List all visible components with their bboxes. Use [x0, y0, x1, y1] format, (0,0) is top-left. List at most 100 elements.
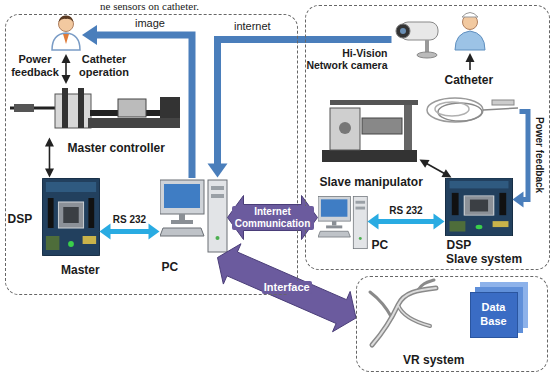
node-label: Slave manipulator: [320, 175, 432, 189]
doctor-icon: [59, 15, 74, 22]
signal-arrow: [208, 39, 392, 177]
vessel-model: [372, 288, 436, 345]
master-controller-device: [10, 88, 180, 128]
master-controller-device: [88, 118, 180, 128]
signal-arrow: [513, 112, 529, 208]
signal-arrow: [420, 159, 452, 177]
catheter-illustration: [483, 108, 518, 110]
arrow-line: [109, 229, 149, 234]
nurse-icon: [462, 13, 478, 18]
arrow-label: image: [135, 17, 165, 30]
slave-manipulator-device: [330, 100, 418, 105]
link-arrow: [218, 244, 356, 332]
node-label: DSP: [8, 212, 40, 226]
node-label: PC: [162, 260, 192, 274]
nurse-arrow: [469, 61, 471, 70]
camera-icon: [396, 24, 410, 38]
arrow-line: [520, 112, 529, 200]
arrow-line: [427, 163, 445, 173]
arrow-head: [208, 164, 228, 178]
camera-icon: [400, 28, 406, 34]
master-controller: Master controller: [10, 86, 180, 138]
node-label: Catheter: [445, 73, 505, 87]
link-arrow-body: [218, 244, 356, 332]
arrow-head: [45, 138, 54, 147]
image-arrow: [82, 25, 192, 178]
vessel-model: [370, 280, 436, 345]
doctor-icon: [63, 34, 69, 44]
vessel-model: [398, 305, 430, 326]
dsp-board: DSP: [445, 178, 513, 236]
node-label: Hi-Vision Network camera: [304, 47, 388, 72]
page-text-fragment: ne sensors on catheter.: [100, 0, 199, 13]
nurse-arrow: [466, 53, 475, 62]
catheter-illustration: [427, 98, 518, 122]
edge-label: RS 232: [113, 214, 146, 226]
operation-arrow: [65, 62, 67, 77]
node-label: PC: [372, 238, 396, 252]
network-camera: Hi-Vision Network camera: [392, 16, 442, 58]
vessel-model: [398, 305, 430, 326]
catheter-illustration: [438, 103, 482, 121]
node-label: Data Base: [475, 301, 513, 327]
slave-manipulator: Slave manipulator: [318, 95, 420, 172]
arrow-line: [377, 219, 434, 224]
dsp-board: [445, 178, 513, 236]
node-label: DSP: [447, 238, 479, 252]
vessel-model: [370, 292, 392, 318]
master-controller-device: [118, 99, 146, 117]
operation-arrow: [62, 54, 71, 84]
slave-manipulator-device: [322, 100, 418, 162]
arrow-head: [420, 159, 430, 167]
arrow-head: [45, 168, 54, 177]
nurse-icon: [455, 13, 485, 51]
edge-label: internet: [234, 20, 271, 33]
slave-manipulator-device: [339, 122, 351, 134]
operation-arrow: [62, 75, 71, 84]
master-controller-device: [62, 88, 68, 128]
doctor-icon: [52, 15, 80, 50]
signal-arrow: [45, 138, 54, 178]
vr-region: VR system Data Base: [356, 276, 548, 372]
dsp-board: DSP: [42, 178, 100, 256]
arrow-head: [148, 223, 159, 239]
catheter-illustration: [492, 100, 514, 105]
region-title: Master: [61, 263, 131, 277]
vessel-model: [372, 288, 436, 345]
arrow-label: Catheter operation: [72, 53, 136, 79]
pc-station: PC: [318, 195, 368, 253]
camera-icon: [417, 52, 437, 58]
slave-region: Slave systemHi-Vision Network cameraCath…: [305, 5, 550, 270]
master-controller-device: [14, 104, 34, 112]
edge-label: Internet Communication: [232, 206, 314, 230]
pc-icon: [160, 180, 227, 252]
link-arrow: [228, 196, 318, 240]
nurse-icon: [455, 31, 485, 50]
arrow-head: [100, 223, 111, 239]
pc-icon: [318, 196, 367, 248]
signal-arrow: [368, 214, 445, 230]
nurse-arrow: [466, 53, 475, 70]
arrow-head: [513, 191, 524, 207]
arrow-head: [368, 214, 379, 230]
region-title: VR system: [403, 353, 483, 367]
arrow-head: [441, 169, 451, 177]
dsp-board: [42, 178, 100, 256]
edge-label: Power feedback: [533, 117, 545, 193]
catheter-illustration: [427, 98, 483, 122]
slave-manipulator-device: [330, 108, 360, 150]
catheter-illustration: [435, 102, 469, 116]
slave-manipulator-device: [322, 150, 417, 162]
slave-manipulator-device: [404, 105, 412, 150]
arrow-head: [433, 214, 444, 230]
doctor-icon: [52, 33, 80, 50]
master-controller-device: [160, 97, 180, 118]
catheter: Catheter: [425, 92, 520, 128]
link-arrow-body: [228, 196, 318, 240]
master-controller-device: [78, 88, 84, 128]
slave-manipulator-device: [362, 118, 402, 134]
image-arrow: [82, 25, 97, 45]
edge-label: RS 232: [389, 205, 422, 217]
